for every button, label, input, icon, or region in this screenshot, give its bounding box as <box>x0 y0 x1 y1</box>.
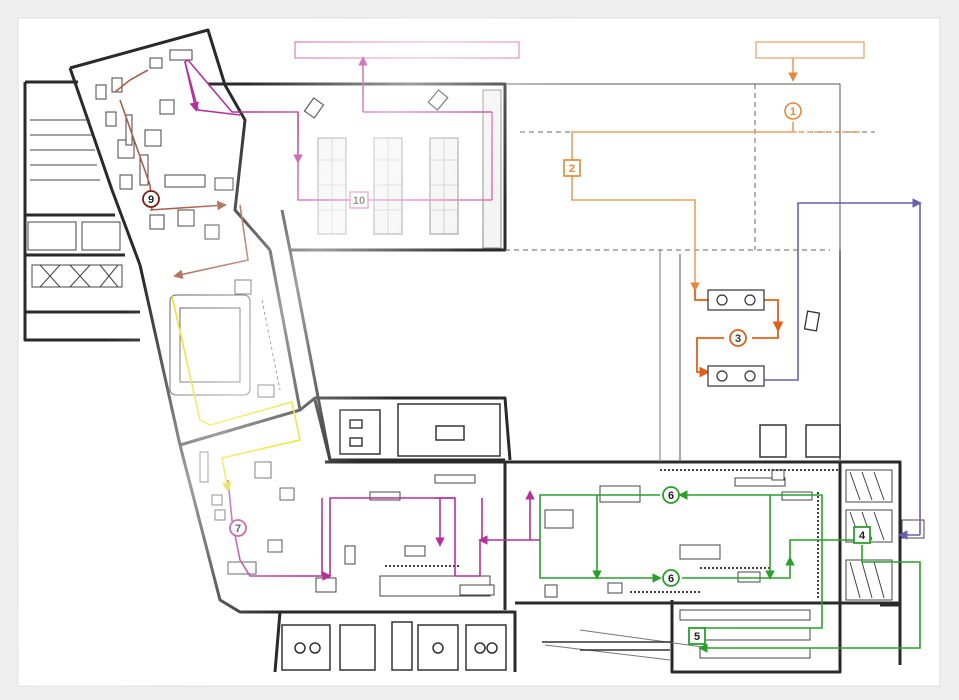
glare-overlay <box>18 18 940 686</box>
